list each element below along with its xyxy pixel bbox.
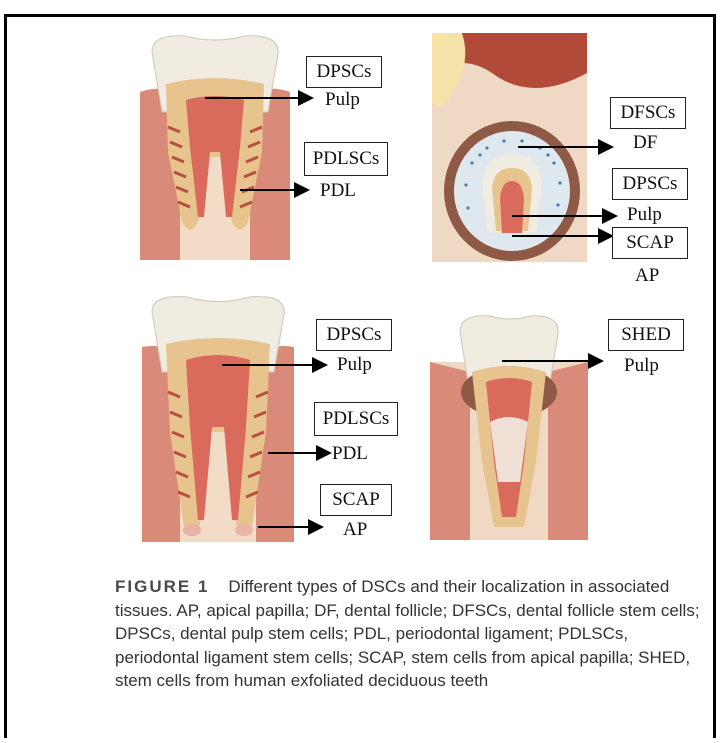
box-bottom-right-shed: SHED: [608, 319, 684, 351]
box-top-left-pdlscs: PDLSCs: [304, 142, 388, 176]
box-bottom-left-scap: SCAP: [320, 484, 392, 516]
box-top-right-dfscs: DFSCs: [610, 97, 686, 129]
box-bottom-left-dpscs: DPSCs: [316, 319, 392, 351]
label-bottom-left-ap: AP: [343, 520, 367, 539]
label-top-right-ap: AP: [635, 266, 659, 285]
box-top-right-scap: SCAP: [612, 227, 688, 259]
figure-caption: FIGURE 1 Different types of DSCs and the…: [115, 575, 715, 693]
label-bottom-left-pdl: PDL: [332, 444, 368, 463]
label-bottom-right-pulp: Pulp: [624, 356, 659, 375]
label-top-left-pdl: PDL: [320, 181, 356, 200]
caption-heading: FIGURE 1: [115, 577, 209, 596]
label-top-right-pulp: Pulp: [627, 205, 662, 224]
label-top-right-df: DF: [633, 133, 657, 152]
label-top-left-pulp: Pulp: [325, 90, 360, 109]
box-bottom-left-pdlscs: PDLSCs: [314, 402, 398, 436]
box-top-right-dpscs: DPSCs: [612, 168, 688, 200]
box-top-left-dpscs: DPSCs: [306, 56, 382, 88]
label-bottom-left-pulp: Pulp: [337, 355, 372, 374]
